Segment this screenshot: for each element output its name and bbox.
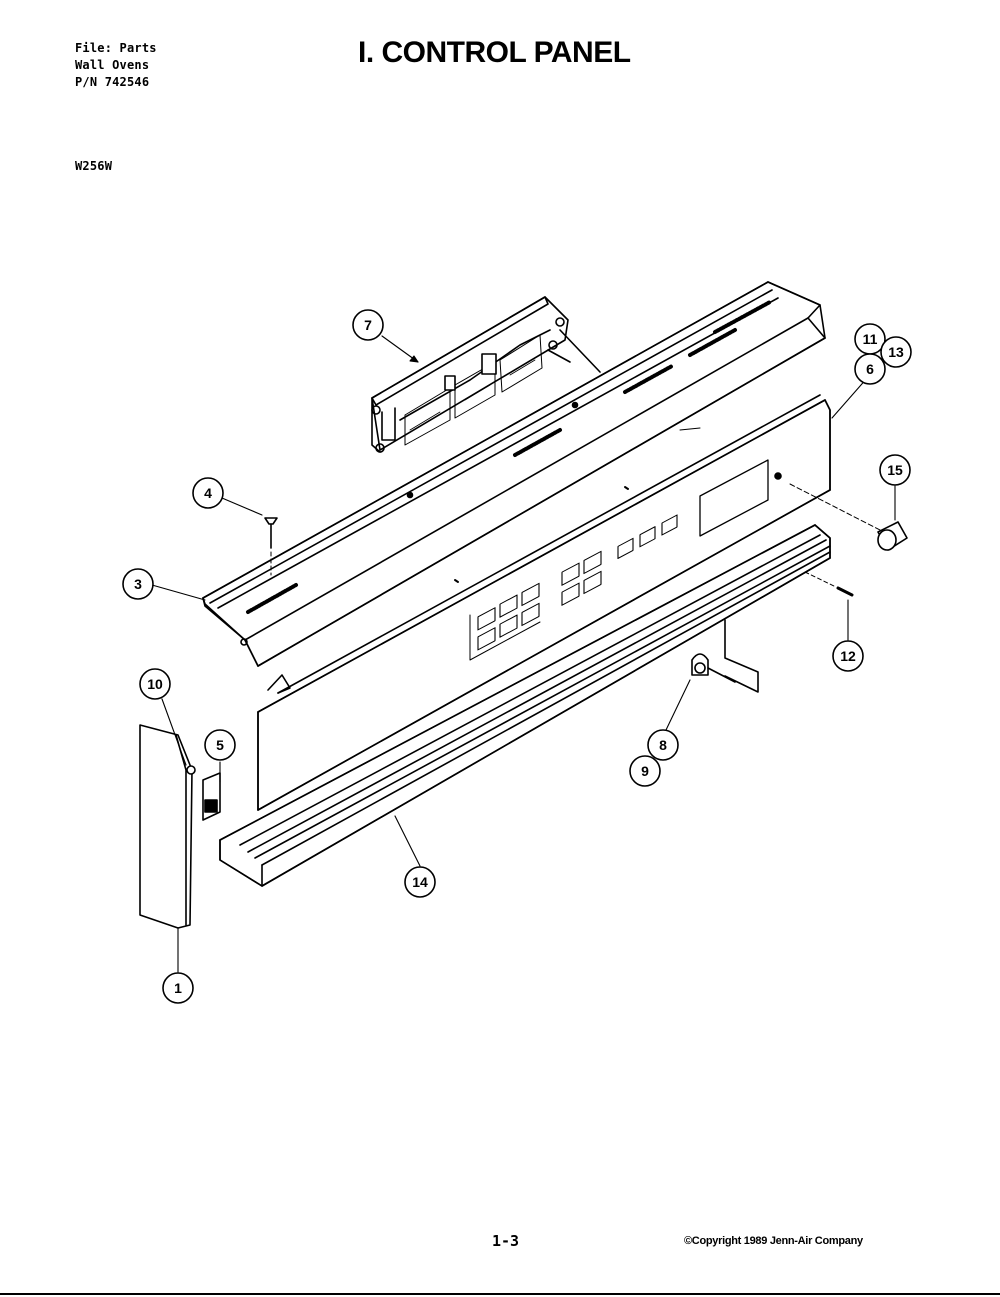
part-8-9-switch: [691, 619, 759, 693]
callout-7-label: 7: [364, 317, 372, 333]
part-10-5-bracket: [186, 765, 221, 821]
callout-3-label: 3: [134, 576, 142, 592]
part-7-control-board: [371, 296, 601, 453]
callout-5-label: 5: [216, 737, 224, 753]
callout-15: 15: [879, 454, 911, 486]
callout-12-label: 12: [840, 648, 856, 664]
part-4-screw: [264, 517, 278, 576]
page-number: 1-3: [492, 1232, 520, 1250]
copyright-notice: ©Copyright 1989 Jenn-Air Company: [684, 1235, 863, 1247]
callout-9-label: 9: [641, 763, 649, 779]
callout-13: 13: [880, 336, 912, 368]
part-15-knob: [789, 483, 908, 551]
page-title: I. CONTROL PANEL: [358, 36, 631, 69]
callout-11: 11: [854, 323, 886, 355]
callout-6: 6: [854, 353, 886, 385]
model-label: W256W: [75, 159, 113, 173]
callout-10-label: 10: [147, 676, 163, 692]
part-12-pin: [804, 571, 854, 597]
file-line: File: Parts: [75, 41, 157, 55]
callout-11-label: 11: [863, 331, 878, 347]
leader-lines: [151, 335, 896, 973]
callout-1-label: 1: [174, 980, 182, 996]
part-14-trim-channel: [219, 524, 831, 887]
callout-4-label: 4: [204, 485, 212, 501]
callout-13-label: 13: [888, 344, 904, 360]
callout-9: 9: [629, 755, 661, 787]
callout-4: 4: [192, 477, 224, 509]
callout-15-label: 15: [887, 462, 903, 478]
callout-3: 3: [122, 568, 154, 600]
callout-8-label: 8: [659, 737, 667, 753]
callout-14: 14: [404, 866, 436, 898]
part-number-line: P/N 742546: [75, 75, 150, 89]
category-line: Wall Ovens: [75, 58, 150, 72]
part-3-top-channel: [202, 281, 826, 667]
callout-12: 12: [832, 640, 864, 672]
callout-10: 10: [139, 668, 171, 700]
bottom-rule: [0, 1293, 1000, 1295]
file-info-block: File: Parts Wall Ovens P/N 742546: [75, 40, 157, 91]
part-1-end-cap: [139, 724, 193, 929]
callout-8: 8: [647, 729, 679, 761]
callout-5: 5: [204, 729, 236, 761]
callout-6-label: 6: [866, 361, 874, 377]
callout-14-label: 14: [412, 874, 428, 890]
part-6-control-panel: [257, 394, 831, 811]
callout-7: 7: [352, 309, 384, 341]
callout-1: 1: [162, 972, 194, 1004]
